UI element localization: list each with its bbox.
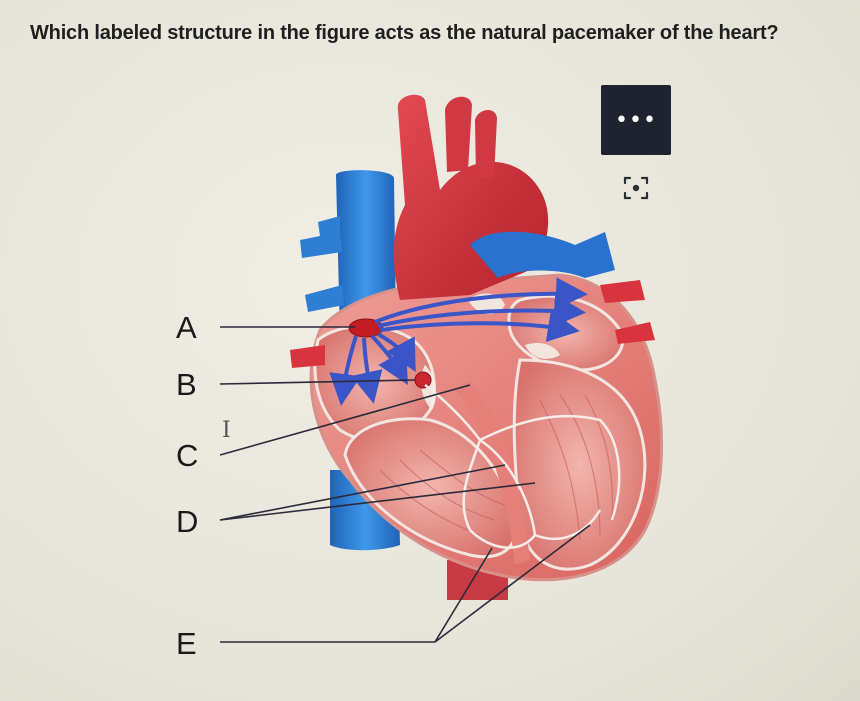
conduction-arrows bbox=[329, 277, 588, 406]
leader-lines bbox=[219, 326, 591, 643]
label-c: C bbox=[176, 438, 199, 473]
visual-search-button[interactable] bbox=[620, 172, 652, 204]
visual-search-icon bbox=[623, 176, 649, 200]
pulmonary-artery bbox=[470, 231, 615, 278]
label-a: A bbox=[176, 310, 197, 345]
av-node bbox=[414, 371, 432, 389]
conduction-pathways bbox=[424, 384, 621, 549]
text-cursor-icon: I bbox=[222, 418, 231, 443]
myocardium-texture bbox=[379, 394, 614, 541]
more-options-button[interactable]: ••• bbox=[601, 85, 671, 155]
more-options-icon: ••• bbox=[615, 107, 657, 133]
label-d: D bbox=[176, 504, 199, 539]
vena-cava-branches bbox=[300, 216, 344, 312]
pulmonary-veins bbox=[290, 280, 655, 368]
question-text: Which labeled structure in the figure ac… bbox=[30, 22, 779, 44]
label-b: B bbox=[176, 367, 197, 402]
aortic-branches bbox=[445, 96, 497, 178]
interventricular-septum bbox=[455, 380, 530, 565]
label-e: E bbox=[176, 626, 197, 661]
